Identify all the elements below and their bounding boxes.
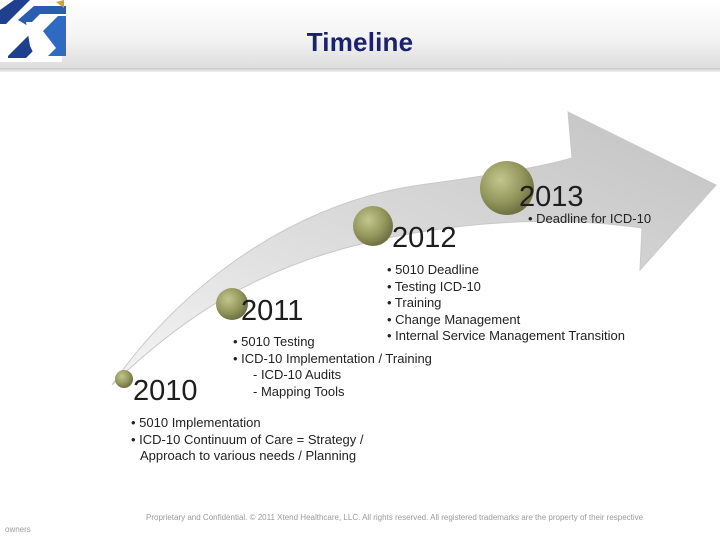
list-item: • Testing ICD-10	[387, 278, 481, 294]
milestone-2012-list: • 5010 Deadline • Testing ICD-10 • Train…	[387, 262, 625, 345]
footer-copyright-continued: owners	[5, 525, 31, 534]
list-item: Approach to various needs / Planning	[140, 448, 357, 463]
slide-header	[0, 0, 720, 70]
footer-copyright: Proprietary and Confidential. © 2011 Xte…	[146, 513, 644, 522]
list-item: • ICD-10 Implementation / Training	[233, 350, 432, 366]
milestone-2012-dot	[353, 206, 393, 246]
milestone-2013-dot	[480, 161, 534, 215]
list-item: • 5010 Implementation	[131, 415, 261, 430]
header-divider	[0, 68, 720, 72]
timeline-arrow-body	[111, 111, 717, 386]
list-item: • ICD-10 Continuum of Care = Strategy /	[131, 431, 364, 447]
list-item: • 5010 Testing	[233, 334, 315, 349]
slide-title: Timeline	[306, 27, 414, 57]
list-item: • Internal Service Management Transition	[387, 328, 625, 343]
milestone-2013-list: • Deadline for ICD-10	[528, 211, 651, 228]
milestone-2010-dot	[115, 370, 133, 388]
list-item: - Mapping Tools	[253, 383, 345, 399]
xtend-logo-icon	[0, 0, 66, 62]
milestone-2011-list: • 5010 Testing • ICD-10 Implementation /…	[233, 334, 432, 400]
milestone-2011-dot	[216, 288, 248, 320]
list-item: • Change Management	[387, 311, 521, 327]
year-2012-label: 2012	[392, 222, 457, 254]
milestone-2010-list: • 5010 Implementation • ICD-10 Continuum…	[131, 415, 364, 465]
year-2013-label: 2013	[519, 181, 584, 213]
year-2010-label: 2010	[133, 375, 198, 407]
list-item: • Training	[387, 295, 442, 310]
list-item: • 5010 Deadline	[387, 262, 480, 277]
year-2011-label: 2011	[241, 295, 304, 327]
list-item: - ICD-10 Audits	[253, 367, 342, 382]
list-item: • Deadline for ICD-10	[528, 211, 652, 226]
